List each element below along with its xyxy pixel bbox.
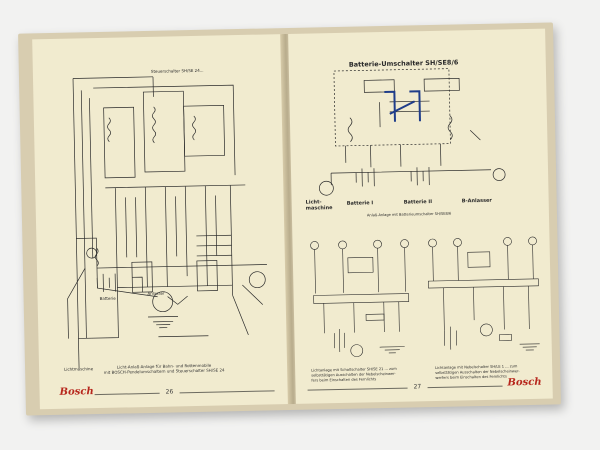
label-lichtmaschine-line-1: Licht- — [306, 199, 322, 205]
right-page: Batterie-Umschalter SH/SE8/6 Licht- masc… — [288, 28, 553, 404]
left-wiring-diagram: Steuerschalter SH/SE 24... Lichtmaschine… — [64, 68, 267, 372]
page-number-right: 27 — [413, 383, 422, 391]
label-lichtmaschine: Lichtmaschine — [64, 366, 94, 372]
diagram-top-label: Steuerschalter SH/SE 24... — [151, 68, 204, 74]
label-batterie-1: Batterie I — [347, 200, 374, 207]
left-page: Steuerschalter SH/SE 24... Lichtmaschine… — [32, 34, 290, 410]
open-booklet: Steuerschalter SH/SE 24... Lichtmaschine… — [18, 22, 561, 416]
label-batterie-2: Batterie II — [404, 199, 433, 206]
bottom-right-diagram — [428, 236, 540, 351]
bottom-right-caption-line-1: Lichtanlage mit Nebelschalter SH/LE 1 ..… — [435, 364, 518, 370]
label-b-anlasser: B-Anlasser — [462, 198, 493, 205]
label-anlasser: Anlasser — [147, 291, 165, 296]
bottom-right-caption-line-2: selbsttätigen Ausschalten der Nebelschei… — [435, 369, 520, 375]
bottom-left-caption-line-1: Lichtanlage mit Schaltschalter SH/SE 21 … — [311, 367, 397, 373]
label-lichtmaschine-line-2: maschine — [306, 205, 333, 212]
bottom-left-caption-line-3: fers beim Einschalten des Fernlichts — [311, 377, 376, 382]
page-number-left: 26 — [165, 388, 174, 396]
bottom-right-caption-line-3: werfers beim Einschalten des Fernlichts — [435, 374, 507, 379]
top-diagram-title: Batterie-Umschalter SH/SE8/6 — [349, 58, 459, 68]
top-diagram-caption: Anlaß-Anlage mit Batterieumschalter SH/S… — [367, 212, 452, 218]
bottom-left-caption-line-2: selbsttätigen Ausschalten der Nebelschei… — [311, 372, 396, 378]
label-batterie: Batterie — [100, 296, 117, 301]
bosch-logo-right: Bosch — [507, 376, 542, 389]
bottom-left-diagram — [310, 239, 410, 357]
right-wiring-diagrams: Batterie-Umschalter SH/SE8/6 Licht- masc… — [306, 58, 540, 383]
bosch-logo-left: Bosch — [59, 386, 94, 398]
